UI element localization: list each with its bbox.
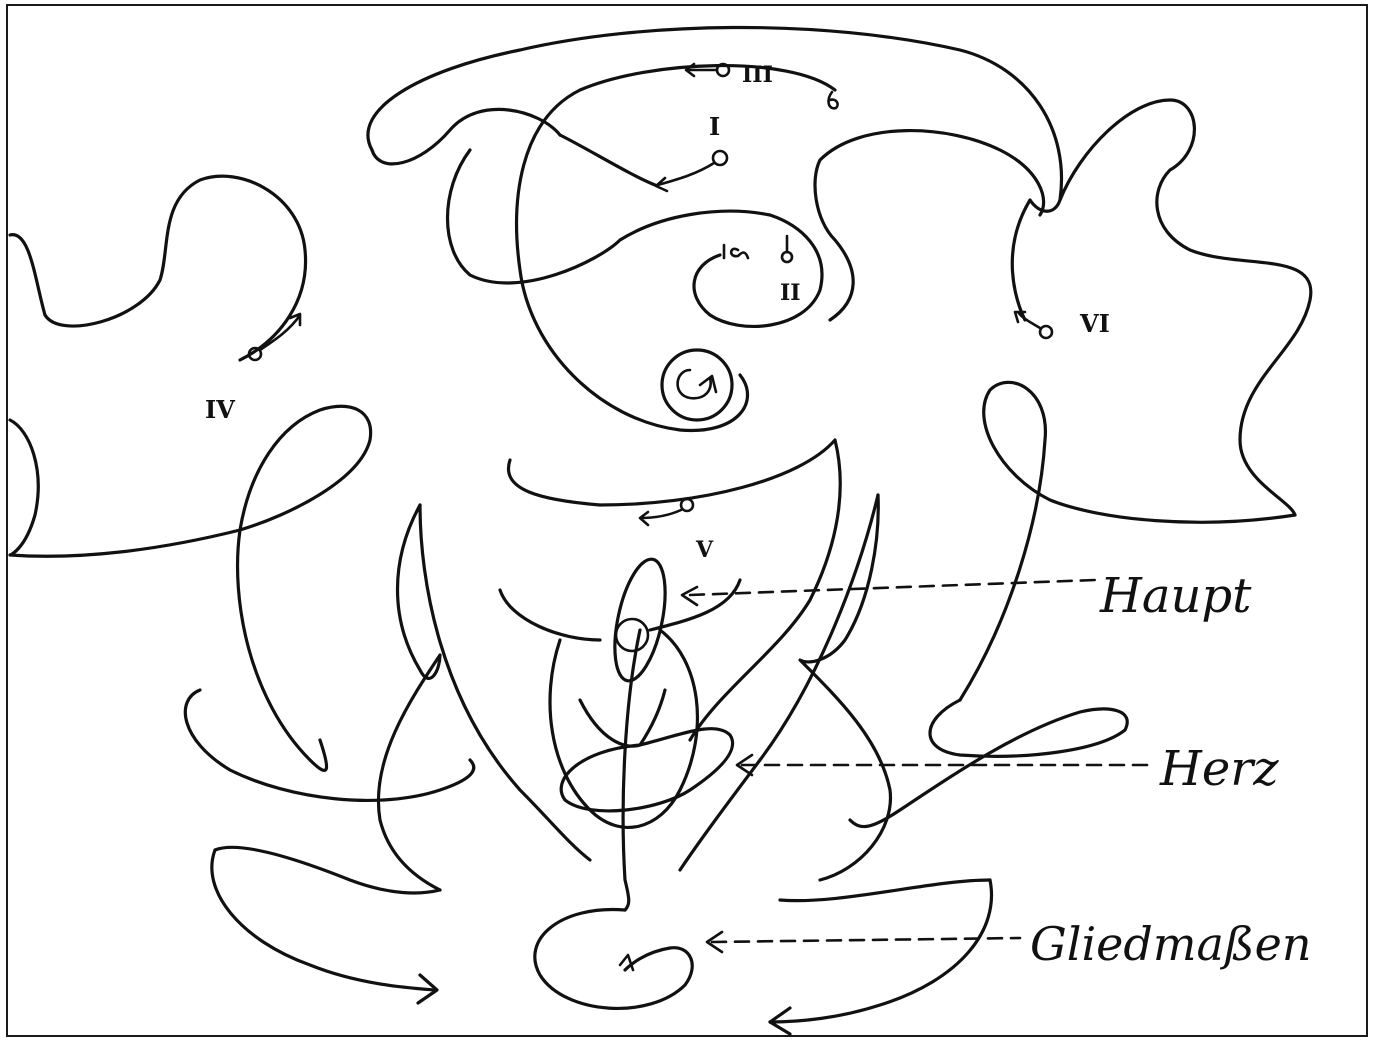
limbs-spiral: [535, 910, 692, 1009]
node-six: [1015, 312, 1052, 338]
left-flame-outer: [378, 505, 440, 890]
lower-left-teardrop: [215, 847, 440, 893]
node-two: [782, 236, 792, 262]
head-loop-inner: [616, 619, 648, 651]
right-teardrop: [960, 382, 1295, 700]
numeral-two: II: [780, 280, 801, 306]
heart-peak: [580, 690, 665, 746]
numeral-one: I: [709, 112, 720, 141]
central-stem: [623, 630, 640, 910]
numeral-six: VI: [1079, 309, 1110, 338]
right-mid-teardrop: [850, 700, 1127, 827]
head-loop-left: [448, 135, 822, 326]
numeral-three: III: [742, 62, 773, 88]
left-teardrop: [185, 690, 473, 800]
left-flame-inner: [420, 505, 590, 860]
left-upper-cloud: [10, 176, 306, 360]
right-mid-cloud: [815, 131, 1044, 320]
alpha-mark: [724, 245, 748, 258]
heart-loops: [561, 729, 732, 811]
pointer-line-head: [690, 580, 1095, 595]
label-herz: Herz: [1159, 741, 1279, 797]
pointer-line-limbs: [712, 938, 1020, 942]
numeral-four: IV: [205, 395, 235, 424]
left-mid-cloud: [10, 406, 371, 770]
label-gliedmassen: Gliedmaßen: [1030, 917, 1311, 971]
head-centre-circle: [662, 350, 732, 420]
lower-right-teardrop: [780, 880, 990, 901]
small-six-mark: [829, 92, 838, 108]
node-one: [656, 151, 727, 191]
numeral-five: V: [695, 537, 714, 563]
label-haupt: Haupt: [1099, 568, 1252, 624]
right-upper-cloud: [1012, 100, 1311, 515]
head-centre-spiral: [678, 370, 711, 398]
